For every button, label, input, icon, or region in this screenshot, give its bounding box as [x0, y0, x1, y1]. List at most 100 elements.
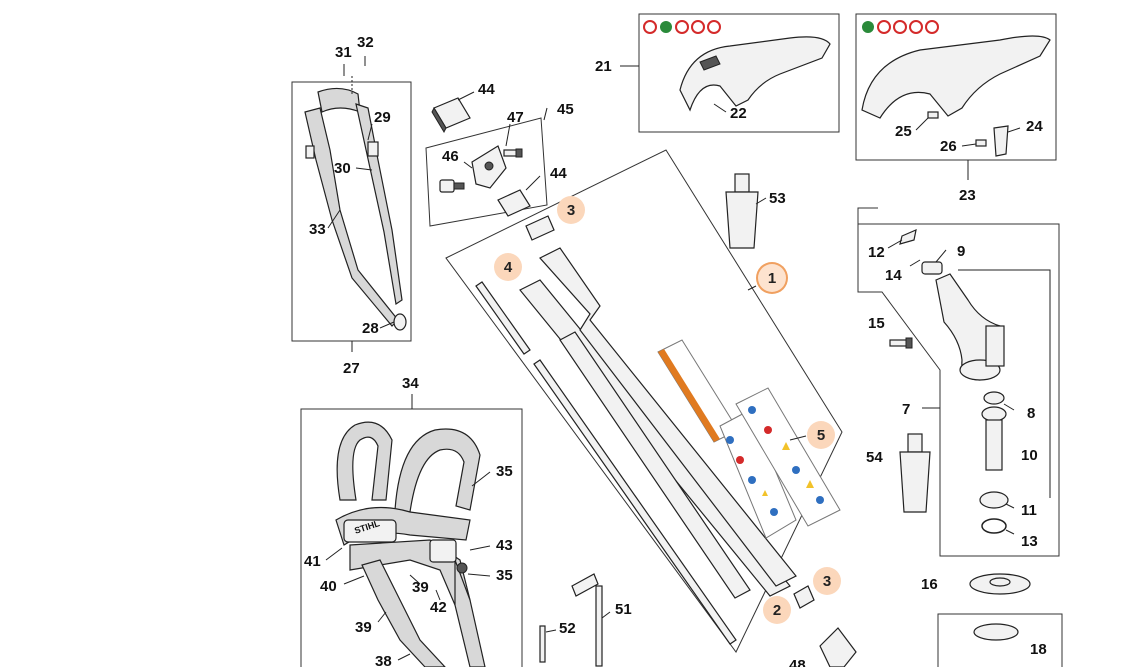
drive-shaft: [475, 281, 737, 645]
callout-3-bottom[interactable]: 3: [813, 567, 841, 595]
gearbox-7: [935, 273, 1005, 381]
callout-4[interactable]: 4: [494, 253, 522, 281]
deflector-23: [861, 35, 1051, 119]
icon-row-21: [643, 20, 721, 34]
mandatory-sign-icon: [748, 406, 756, 414]
warning-triangle-icon: [806, 480, 814, 488]
label-39-left: 39: [355, 619, 372, 636]
label-14: 14: [885, 267, 902, 284]
label-10: 10: [1021, 447, 1038, 464]
label-13: 13: [1021, 533, 1038, 550]
label-29: 29: [374, 109, 391, 126]
label-22: 22: [730, 105, 747, 122]
clamp-box: [425, 117, 548, 227]
prohibited-symbol-icon: [764, 426, 772, 434]
pin-14: [909, 259, 921, 267]
label-11: 11: [1021, 502, 1037, 519]
label-46: 46: [442, 148, 459, 165]
screw-15: [889, 337, 913, 349]
screw-26: [975, 139, 987, 147]
bearing-9: [921, 261, 943, 275]
label-27: 27: [343, 360, 360, 377]
label-18: 18: [1030, 641, 1047, 658]
prohibited-symbol-icon: [736, 456, 744, 464]
label-12: 12: [868, 244, 885, 261]
label-51: 51: [615, 601, 632, 618]
label-15: 15: [868, 315, 885, 332]
warning-triangle-icon: [762, 490, 768, 496]
grease-tube-54: [899, 433, 931, 513]
label-26: 26: [940, 138, 957, 155]
deflector-box-21: [638, 13, 840, 133]
label-35-bottom: 35: [496, 567, 513, 584]
prohibited-symbol-icon: [643, 20, 657, 34]
callout-3-top[interactable]: 3: [557, 196, 585, 224]
label-44-top: 44: [478, 81, 495, 98]
prohibited-symbol-icon: [675, 20, 689, 34]
label-47: 47: [507, 109, 524, 126]
mandatory-sign-icon: [770, 508, 778, 516]
pin-52: [539, 625, 546, 663]
label-33: 33: [309, 221, 326, 238]
part-48: [819, 627, 857, 667]
callout-5[interactable]: 5: [807, 421, 835, 449]
prohibited-symbol-icon: [707, 20, 721, 34]
prohibited-symbol-icon: [893, 20, 907, 34]
label-25: 25: [895, 123, 912, 140]
mandatory-sign-icon: [748, 476, 756, 484]
grease-tube-53: [725, 173, 759, 249]
prohibited-symbol-icon: [909, 20, 923, 34]
drive-tube-box: [445, 149, 843, 653]
label-48: 48: [789, 657, 806, 667]
label-54: 54: [866, 449, 883, 466]
label-28: 28: [362, 320, 379, 337]
blade-24: [993, 125, 1009, 157]
rubber-buffer-top: [431, 97, 471, 134]
prohibited-symbol-icon: [691, 20, 705, 34]
knob: [439, 179, 465, 193]
label-7: 7: [902, 401, 911, 418]
safety-sticker-left: [719, 409, 797, 539]
gearhead-box: [857, 207, 1060, 557]
safety-sticker-right: [735, 387, 841, 527]
label-8: 8: [1027, 405, 1036, 422]
warning-triangle-icon: [782, 442, 790, 450]
shoulder-strap: [304, 87, 407, 331]
mandatory-sign-icon: [792, 466, 800, 474]
label-45: 45: [557, 101, 574, 118]
label-35-top: 35: [496, 463, 513, 480]
bearing-11: [979, 491, 1009, 509]
callout-2[interactable]: 2: [763, 596, 791, 624]
label-38: 38: [375, 653, 392, 667]
prohibited-symbol-icon: [925, 20, 939, 34]
callout-1[interactable]: 1: [758, 264, 786, 292]
prohibited-symbol-icon: [877, 20, 891, 34]
rubber-buffer-bottom: [497, 189, 531, 217]
icon-row-23: [862, 20, 939, 34]
allowed-symbol-icon: [862, 21, 874, 33]
full-harness: [335, 421, 486, 667]
label-52: 52: [559, 620, 576, 637]
mandatory-sign-icon: [816, 496, 824, 504]
mandatory-sign-icon: [726, 436, 734, 444]
label-34: 34: [402, 375, 419, 392]
label-24: 24: [1026, 118, 1043, 135]
label-43: 43: [496, 537, 513, 554]
label-30: 30: [334, 160, 351, 177]
end-cap: [793, 585, 815, 609]
screw-47: [503, 148, 523, 158]
label-53: 53: [769, 190, 786, 207]
thrust-plate-18: [973, 623, 1019, 641]
label-32: 32: [357, 34, 374, 51]
drive-tube: [519, 247, 797, 599]
label-41: 41: [304, 553, 321, 570]
label-9: 9: [957, 243, 966, 260]
label-40: 40: [320, 578, 337, 595]
label-16: 16: [921, 576, 938, 593]
clamp: [471, 145, 507, 189]
thrust-plate-16: [969, 573, 1031, 595]
label-42: 42: [430, 599, 447, 616]
label-31: 31: [335, 44, 352, 61]
